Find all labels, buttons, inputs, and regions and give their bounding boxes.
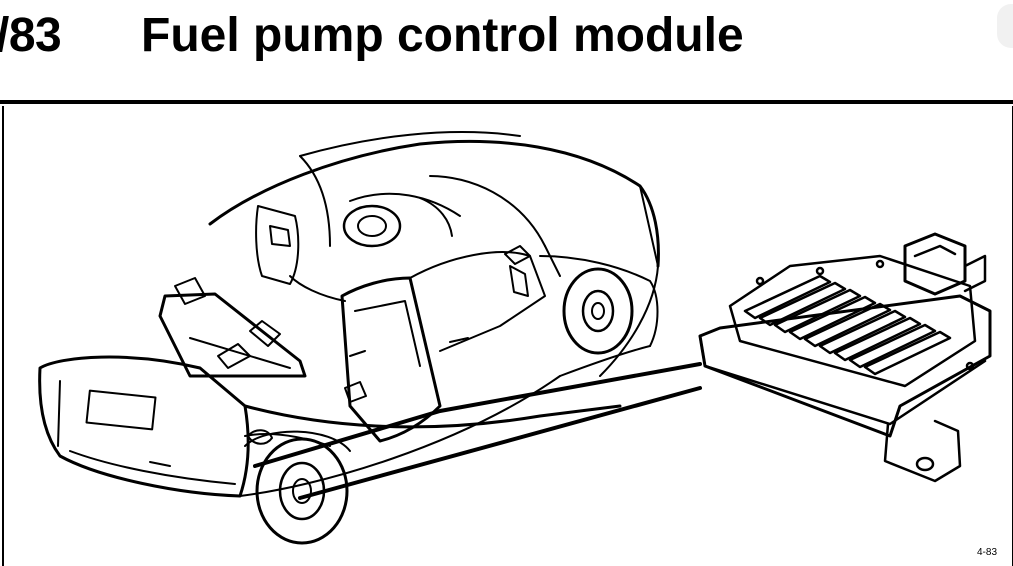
page-header: /83 Fuel pump control module	[0, 0, 1013, 100]
corner-tab	[997, 4, 1013, 48]
page-title: Fuel pump control module	[141, 9, 744, 62]
leader-lines	[253, 362, 702, 500]
figure-reference: 4-83	[976, 547, 997, 558]
component-code: /83	[0, 9, 62, 62]
header-rule	[0, 100, 1013, 104]
car-drawing	[38, 131, 660, 545]
fuel-pump-control-module	[698, 232, 992, 483]
illustration	[38, 131, 992, 545]
